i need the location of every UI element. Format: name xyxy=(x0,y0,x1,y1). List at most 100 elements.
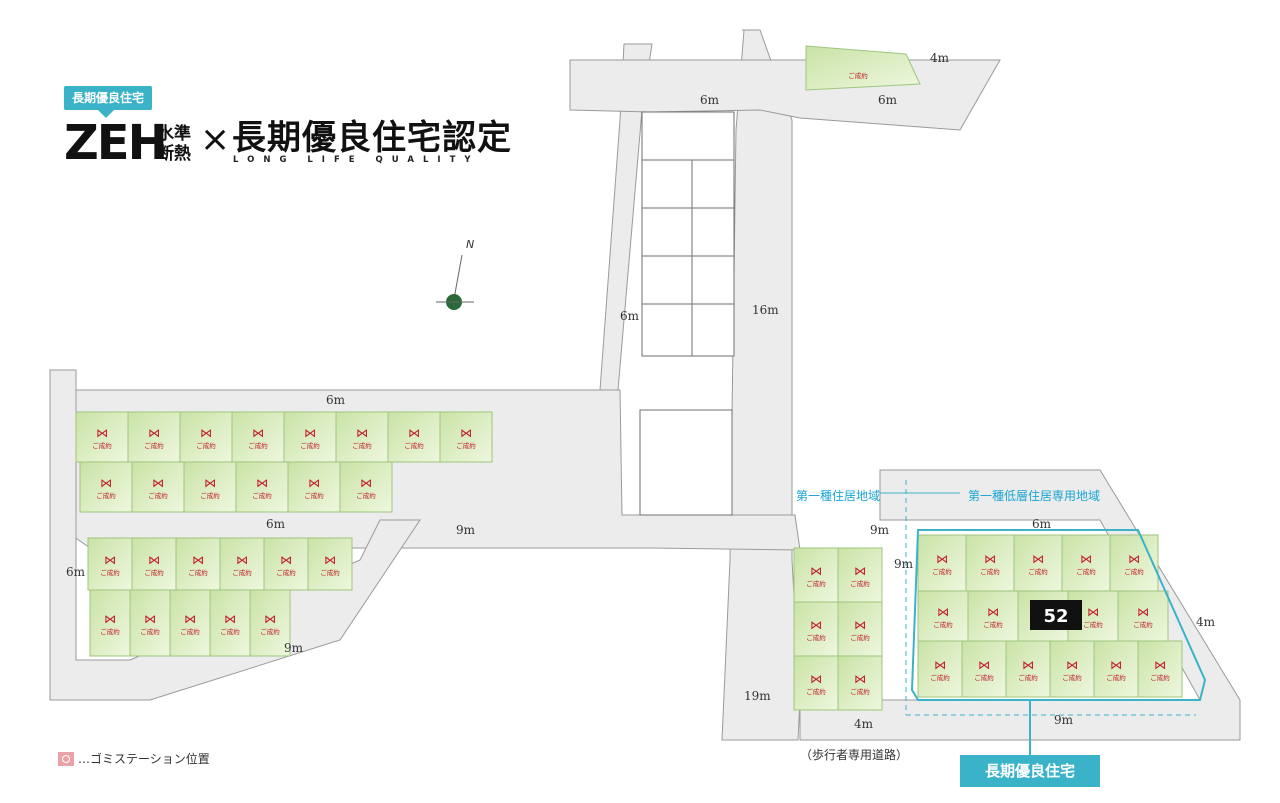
road-width-label: 6m xyxy=(1032,517,1052,531)
sold-lot[interactable]: ⋈ご成約 xyxy=(965,534,1015,592)
sold-lot[interactable]: ⋈ご成約 xyxy=(87,537,133,591)
sold-label: ご成約 xyxy=(1028,567,1048,576)
zone-left-label: 第一種住居地域 xyxy=(796,489,881,503)
ribbon-icon: ⋈ xyxy=(264,612,276,626)
ribbon-icon: ⋈ xyxy=(304,426,316,440)
sold-label: ご成約 xyxy=(456,441,476,450)
sold-lot[interactable]: ⋈ご成約 xyxy=(1137,640,1183,698)
ribbon-icon: ⋈ xyxy=(204,476,216,490)
sold-lot[interactable]: ⋈ご成約 xyxy=(75,411,129,463)
garbage-station-icon xyxy=(58,751,74,766)
lots: ⋈ご成約⋈ご成約⋈ご成約⋈ご成約⋈ご成約⋈ご成約⋈ご成約⋈ご成約⋈ご成約⋈ご成約… xyxy=(75,45,1183,711)
sold-lot[interactable]: ご成約 xyxy=(805,45,921,91)
sold-lot[interactable]: ⋈ご成約 xyxy=(169,589,211,657)
available-lot-52[interactable]: 52 xyxy=(1030,600,1082,630)
sold-lot[interactable]: ⋈ご成約 xyxy=(1049,640,1095,698)
sold-lot[interactable]: ⋈ご成約 xyxy=(837,601,883,657)
sold-lot[interactable]: ⋈ご成約 xyxy=(837,655,883,711)
sold-lot[interactable]: ⋈ご成約 xyxy=(1013,534,1063,592)
road-width-label: 19m xyxy=(744,689,771,703)
certification-title: 長期優良住宅認定 xyxy=(232,118,512,158)
road-width-label: 6m xyxy=(66,565,86,579)
sold-lot[interactable]: ⋈ご成約 xyxy=(1117,590,1169,642)
sold-lot[interactable]: ⋈ご成約 xyxy=(175,537,221,591)
sold-lot[interactable]: ⋈ご成約 xyxy=(793,601,839,657)
sold-lot[interactable]: ⋈ご成約 xyxy=(387,411,441,463)
sold-lot[interactable]: ⋈ご成約 xyxy=(1005,640,1051,698)
sold-label: ご成約 xyxy=(848,71,868,80)
sold-lot[interactable]: ⋈ご成約 xyxy=(231,411,285,463)
sold-lot[interactable]: ⋈ご成約 xyxy=(219,537,265,591)
ribbon-icon: ⋈ xyxy=(144,612,156,626)
ribbon-icon: ⋈ xyxy=(1137,605,1149,619)
sold-lot[interactable]: ⋈ご成約 xyxy=(307,537,353,591)
sold-lot[interactable]: ⋈ご成約 xyxy=(263,537,309,591)
sold-lot[interactable]: ⋈ご成約 xyxy=(183,461,237,513)
sold-lot[interactable]: ⋈ご成約 xyxy=(127,411,181,463)
ribbon-icon: ⋈ xyxy=(934,658,946,672)
sold-label: ご成約 xyxy=(1083,620,1103,629)
sold-lot[interactable]: ⋈ご成約 xyxy=(961,640,1007,698)
sold-lot[interactable]: ⋈ご成約 xyxy=(335,411,389,463)
ribbon-icon: ⋈ xyxy=(148,426,160,440)
sold-lot[interactable]: ⋈ご成約 xyxy=(89,589,131,657)
road-width-label: 9m xyxy=(456,523,476,537)
lot-number: 52 xyxy=(1043,606,1068,627)
sold-lot[interactable]: ⋈ご成約 xyxy=(1061,534,1111,592)
sold-label: ご成約 xyxy=(356,491,376,500)
sold-lot[interactable]: ⋈ご成約 xyxy=(249,589,291,657)
ribbon-icon: ⋈ xyxy=(984,552,996,566)
sold-label: ご成約 xyxy=(140,627,160,636)
sold-lot[interactable]: ⋈ご成約 xyxy=(209,589,251,657)
zeh-logo: ZEH xyxy=(64,115,168,171)
sold-lot[interactable]: ⋈ご成約 xyxy=(129,589,171,657)
road-width-label: 9m xyxy=(284,641,304,655)
legend-text: …ゴミステーション位置 xyxy=(78,752,210,766)
ribbon-icon: ⋈ xyxy=(184,612,196,626)
sold-lot[interactable]: ⋈ご成約 xyxy=(287,461,341,513)
sold-label: ご成約 xyxy=(260,627,280,636)
sold-lot[interactable]: ⋈ご成約 xyxy=(967,590,1019,642)
sold-lot[interactable]: ⋈ご成約 xyxy=(283,411,337,463)
sold-lot[interactable]: ⋈ご成約 xyxy=(131,461,185,513)
sold-lot[interactable]: ⋈ご成約 xyxy=(917,590,969,642)
ribbon-icon: ⋈ xyxy=(460,426,472,440)
sold-lot[interactable]: ⋈ご成約 xyxy=(793,547,839,603)
road-width-label: 4m xyxy=(1196,615,1216,629)
sold-lot[interactable]: ⋈ご成約 xyxy=(917,640,963,698)
sold-label: ご成約 xyxy=(148,491,168,500)
sold-label: ご成約 xyxy=(1062,673,1082,682)
ribbon-icon: ⋈ xyxy=(104,553,116,567)
sold-lot[interactable]: ⋈ご成約 xyxy=(439,411,493,463)
sold-lot[interactable]: ⋈ご成約 xyxy=(235,461,289,513)
sold-label: ご成約 xyxy=(320,568,340,577)
sold-label: ご成約 xyxy=(276,568,296,577)
zone-right-label: 第一種低層住居専用地域 xyxy=(968,489,1101,503)
sold-lot[interactable]: ⋈ご成約 xyxy=(339,461,393,513)
legend: …ゴミステーション位置 xyxy=(58,750,210,767)
sold-label: ご成約 xyxy=(933,620,953,629)
sold-label: ご成約 xyxy=(1106,673,1126,682)
ribbon-icon: ⋈ xyxy=(937,605,949,619)
compass-icon: N xyxy=(436,238,474,311)
sold-label: ご成約 xyxy=(232,568,252,577)
ribbon-icon: ⋈ xyxy=(1080,552,1092,566)
sold-lot[interactable]: ⋈ご成約 xyxy=(837,547,883,603)
road-width-label: 6m xyxy=(266,517,286,531)
ribbon-icon: ⋈ xyxy=(224,612,236,626)
ribbon-icon: ⋈ xyxy=(280,553,292,567)
ribbon-icon: ⋈ xyxy=(1032,552,1044,566)
sold-lot[interactable]: ⋈ご成約 xyxy=(1109,534,1159,592)
sold-label: ご成約 xyxy=(974,673,994,682)
sold-lot[interactable]: ⋈ご成約 xyxy=(131,537,177,591)
road-width-label: 6m xyxy=(620,309,640,323)
ribbon-icon: ⋈ xyxy=(1087,605,1099,619)
sold-lot[interactable]: ⋈ご成約 xyxy=(1093,640,1139,698)
sold-lot[interactable]: ⋈ご成約 xyxy=(79,461,133,513)
sold-lot[interactable]: ⋈ご成約 xyxy=(793,655,839,711)
sold-lot[interactable]: ⋈ご成約 xyxy=(917,534,967,592)
sold-lot[interactable]: ⋈ご成約 xyxy=(179,411,233,463)
sold-label: ご成約 xyxy=(930,673,950,682)
sold-label: ご成約 xyxy=(404,441,424,450)
